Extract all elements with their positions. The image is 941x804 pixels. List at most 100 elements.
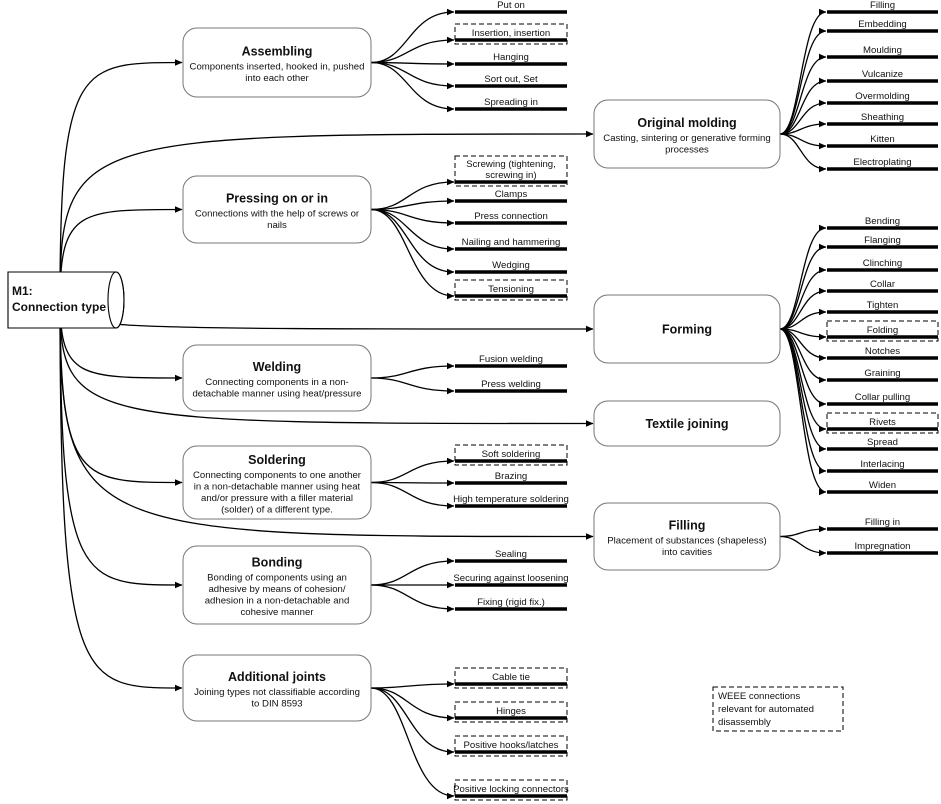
branch-edge — [370, 178, 455, 211]
category-description: Connecting components in a non- — [205, 377, 348, 388]
weee-dashed-frame — [454, 779, 568, 801]
leaf-label: Fusion welding — [479, 354, 543, 365]
leaf-kitten: Kitten — [827, 134, 938, 148]
leaf-screwing-tightening: Screwing (tightening,screwing in) — [454, 155, 568, 187]
category-title: Assembling — [242, 45, 313, 59]
category-description: Connections with the help of screws or — [195, 209, 360, 220]
category-description: Components inserted, hooked in, pushed — [190, 62, 365, 73]
root-edge-assembling — [59, 59, 183, 301]
leaf-label: Embedding — [858, 19, 907, 30]
branch-edge — [779, 133, 827, 173]
root-subtitle: Connection type — [12, 300, 106, 314]
leaf-label: Electroplating — [853, 157, 911, 168]
legend: WEEE connections relevant for automated … — [712, 686, 844, 732]
category-description: Connecting components to one another — [193, 470, 362, 481]
branch-edge — [779, 328, 827, 408]
leaf-positive-locking-connectors: Positive locking connectors — [453, 779, 569, 801]
leaf-label: Graining — [864, 368, 900, 379]
category-box — [182, 654, 372, 722]
weee-dashed-frame — [454, 444, 568, 466]
leaf-label: Press welding — [481, 379, 541, 390]
category-box — [593, 502, 781, 571]
branch-edge — [779, 266, 827, 330]
leaf-hinges: Hinges — [454, 701, 568, 723]
category-node-forming: Forming — [593, 294, 781, 364]
weee-dashed-frame — [454, 23, 568, 45]
category-box — [182, 27, 372, 98]
leaf-label: Hanging — [493, 52, 529, 63]
leaf-collar: Collar — [827, 279, 938, 293]
weee-dashed-frame — [454, 701, 568, 723]
branch-edge — [370, 36, 455, 64]
leaf-label: Vulcanize — [862, 69, 903, 80]
leaf-label: Fixing (rigid fix.) — [477, 597, 545, 608]
leaf-press-welding: Press welding — [455, 379, 567, 393]
root-edge-additional-joints — [59, 299, 183, 692]
leaf-label: Soft soldering — [482, 449, 541, 460]
root-node: M1: Connection type — [7, 271, 125, 329]
category-box — [593, 400, 781, 447]
leaf-nailing-and-hammering: Nailing and hammering — [455, 237, 567, 251]
leaf-label: Put on — [497, 0, 525, 11]
root-edge-textile-joining — [59, 299, 594, 427]
root-cylinder-cap — [107, 271, 125, 329]
branch-edge — [370, 362, 455, 379]
leaf-label: Spread — [867, 437, 898, 448]
leaf-clamps: Clamps — [455, 189, 567, 203]
leaf-folding: Folding — [826, 320, 939, 342]
branch-edge — [370, 687, 455, 722]
branch-edge — [779, 308, 827, 330]
leaf-interlacing: Interlacing — [827, 459, 938, 473]
branch-edge — [779, 535, 827, 557]
leaf-filling-in: Filling in — [827, 517, 938, 531]
category-description: processes — [665, 145, 709, 156]
leaf-label: screwing in) — [485, 170, 536, 181]
category-title: Additional joints — [228, 670, 326, 684]
leaf-sheathing: Sheathing — [827, 112, 938, 126]
leaf-impregnation: Impregnation — [827, 541, 938, 555]
category-description: Casting, sintering or generative forming — [603, 133, 770, 144]
leaf-label: Kitten — [870, 134, 895, 145]
branch-edge — [779, 243, 827, 330]
leaf-overmolding: Overmolding — [827, 91, 938, 105]
category-description: adhesion in a non-detachable and — [205, 596, 350, 607]
leaf-label: High temperature soldering — [453, 494, 569, 505]
leaf-label: Widen — [869, 480, 896, 491]
leaf-label: Securing against loosening — [453, 573, 568, 584]
branch-edge — [370, 687, 455, 800]
category-box — [182, 344, 372, 412]
category-title: Filling — [669, 519, 706, 533]
weee-dashed-frame — [454, 279, 568, 301]
branch-edge — [370, 8, 455, 64]
weee-dashed-frame — [826, 320, 939, 342]
branch-edge — [370, 208, 455, 300]
branch-edge — [370, 481, 455, 510]
category-box — [182, 445, 372, 520]
category-description: Joining types not classifiable according — [194, 687, 360, 698]
branch-edge — [779, 328, 827, 496]
leaf-sort-out-set: Sort out, Set — [455, 74, 567, 88]
category-description: into cavities — [662, 547, 712, 558]
leaf-soft-soldering: Soft soldering — [454, 444, 568, 466]
branch-edge — [370, 377, 455, 395]
leaf-filling: Filling — [827, 0, 938, 14]
root-title: M1: — [12, 284, 33, 298]
leaf-label: Folding — [867, 325, 898, 336]
leaf-widen: Widen — [827, 480, 938, 494]
leaf-notches: Notches — [827, 346, 938, 360]
category-description: Bonding of components using an — [207, 573, 347, 584]
legend-line: WEEE connections — [718, 691, 800, 702]
branch-edge — [370, 457, 455, 484]
leaf-brazing: Brazing — [455, 471, 567, 485]
category-description: nails — [267, 220, 287, 231]
category-description: and/or pressure with a filler material — [201, 493, 353, 504]
leaf-securing-against-loosening: Securing against loosening — [453, 573, 569, 587]
leaf-flanging: Flanging — [827, 235, 938, 249]
category-box — [593, 294, 781, 364]
